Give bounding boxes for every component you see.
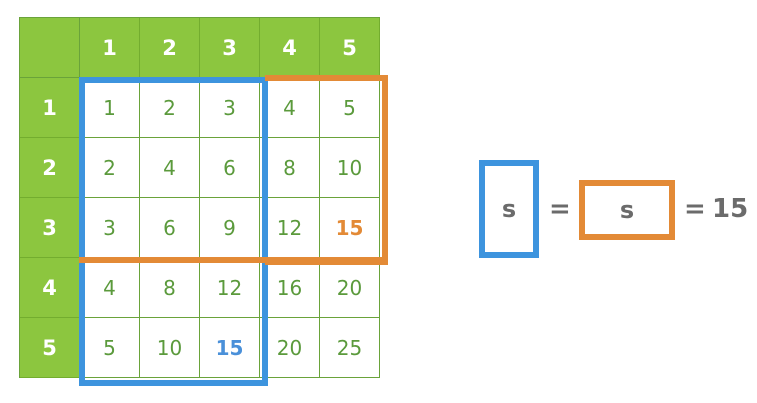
equals-sign-1: = bbox=[549, 194, 571, 224]
row-header-5: 5 bbox=[20, 318, 80, 378]
table-cell: 8 bbox=[140, 258, 200, 318]
table-cell: 3 bbox=[80, 198, 140, 258]
multiplication-table: 1 2 3 4 5 1 1 2 3 4 5 2 2 4 6 8 10 3 3 6… bbox=[19, 17, 380, 378]
row-header-4: 4 bbox=[20, 258, 80, 318]
table-cell: 25 bbox=[320, 318, 380, 378]
col-header-3: 3 bbox=[200, 18, 260, 78]
col-header-4: 4 bbox=[260, 18, 320, 78]
table-cell-highlight-blue: 15 bbox=[200, 318, 260, 378]
table-cell: 3 bbox=[200, 78, 260, 138]
equation-orange-box: s bbox=[579, 180, 675, 240]
table-cell: 2 bbox=[140, 78, 200, 138]
table-cell: 1 bbox=[80, 78, 140, 138]
table-cell: 4 bbox=[80, 258, 140, 318]
row-header-1: 1 bbox=[20, 78, 80, 138]
table-cell: 10 bbox=[140, 318, 200, 378]
table-cell: 5 bbox=[80, 318, 140, 378]
table-cell: 20 bbox=[320, 258, 380, 318]
table-cell: 12 bbox=[200, 258, 260, 318]
table-cell: 20 bbox=[260, 318, 320, 378]
col-header-1: 1 bbox=[80, 18, 140, 78]
table-cell: 12 bbox=[260, 198, 320, 258]
equation-result: 15 bbox=[712, 194, 749, 224]
table-cell: 6 bbox=[140, 198, 200, 258]
table-cell: 2 bbox=[80, 138, 140, 198]
equation-left-label: s bbox=[501, 195, 517, 223]
col-header-2: 2 bbox=[140, 18, 200, 78]
row-header-2: 2 bbox=[20, 138, 80, 198]
table-cell: 10 bbox=[320, 138, 380, 198]
equation-blue-box: s bbox=[479, 160, 539, 258]
table-cell: 6 bbox=[200, 138, 260, 198]
table-cell: 5 bbox=[320, 78, 380, 138]
table-cell: 9 bbox=[200, 198, 260, 258]
equals-sign-2: = bbox=[684, 194, 706, 224]
col-header-5: 5 bbox=[320, 18, 380, 78]
row-header-3: 3 bbox=[20, 198, 80, 258]
table-cell: 4 bbox=[140, 138, 200, 198]
table-cell: 16 bbox=[260, 258, 320, 318]
table-cell: 4 bbox=[260, 78, 320, 138]
table-cell-highlight-orange: 15 bbox=[320, 198, 380, 258]
equation-right-label: s bbox=[619, 196, 635, 224]
corner-cell bbox=[20, 18, 80, 78]
table-cell: 8 bbox=[260, 138, 320, 198]
